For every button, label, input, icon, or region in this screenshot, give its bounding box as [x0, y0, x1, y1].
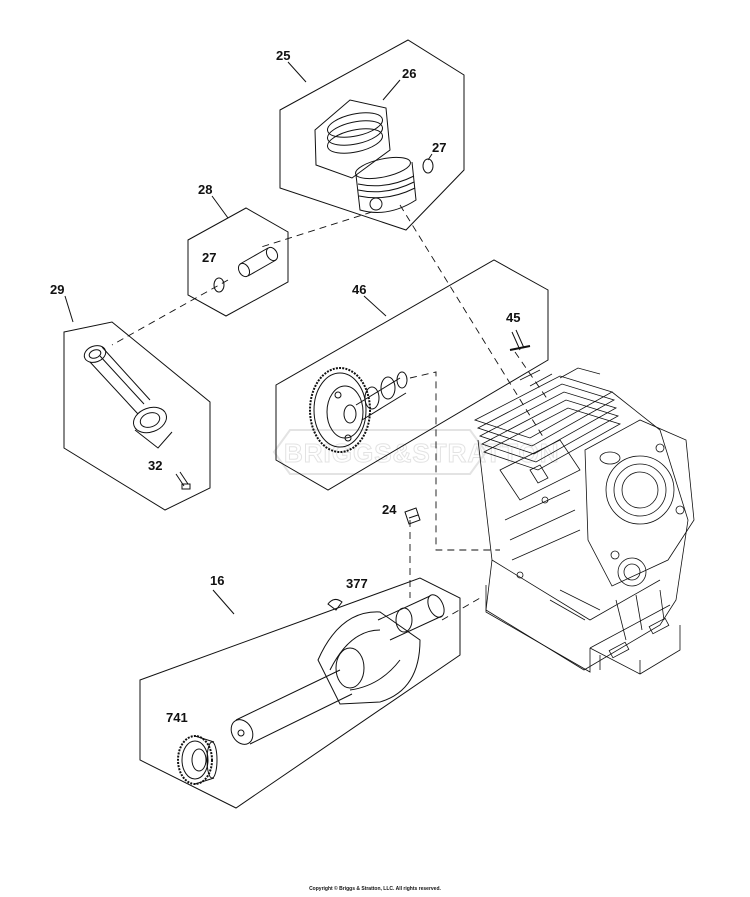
camshaft-pin — [509, 329, 531, 351]
crankshaft — [230, 594, 445, 745]
connecting-rod-bolt — [175, 471, 191, 490]
piston-circlip-upper — [422, 158, 434, 174]
callout-32: 32 — [148, 458, 162, 473]
piston-pin — [237, 246, 279, 278]
group-box-piston — [279, 39, 465, 231]
callout-741: 741 — [166, 710, 188, 725]
crankshaft-gear — [177, 735, 218, 785]
callout-labels: 25 26 27 28 27 29 46 45 32 24 16 377 741 — [50, 48, 520, 725]
key-part-24 — [404, 507, 421, 525]
group-box-crankshaft — [139, 577, 461, 809]
group-box-connecting-rod — [63, 321, 211, 511]
piston — [355, 156, 417, 213]
callout-27-lower: 27 — [202, 250, 216, 265]
callout-25: 25 — [276, 48, 290, 63]
callout-45: 45 — [506, 310, 520, 325]
group-box-camshaft — [275, 259, 549, 491]
callout-16: 16 — [210, 573, 224, 588]
watermark-logo: BRIGGS&STRATTON — [272, 429, 559, 475]
assembly-guide-lines — [111, 204, 549, 621]
callout-26: 26 — [402, 66, 416, 81]
camshaft — [355, 371, 408, 421]
callout-leaders — [64, 61, 433, 615]
callout-29: 29 — [50, 282, 64, 297]
callout-46: 46 — [352, 282, 366, 297]
callout-24: 24 — [382, 502, 397, 517]
piston-rings — [327, 112, 383, 154]
connecting-rod — [83, 345, 173, 449]
piston-circlip-lower — [213, 277, 225, 293]
crankshaft-key — [327, 598, 343, 611]
callout-27-upper: 27 — [432, 140, 446, 155]
group-box-piston-pin — [187, 207, 289, 317]
camshaft-gear — [309, 367, 371, 453]
callout-377: 377 — [346, 576, 368, 591]
copyright-notice: Copyright © Briggs & Stratton, LLC. All … — [309, 886, 441, 892]
engine-crankcase — [473, 367, 695, 675]
callout-28: 28 — [198, 182, 212, 197]
